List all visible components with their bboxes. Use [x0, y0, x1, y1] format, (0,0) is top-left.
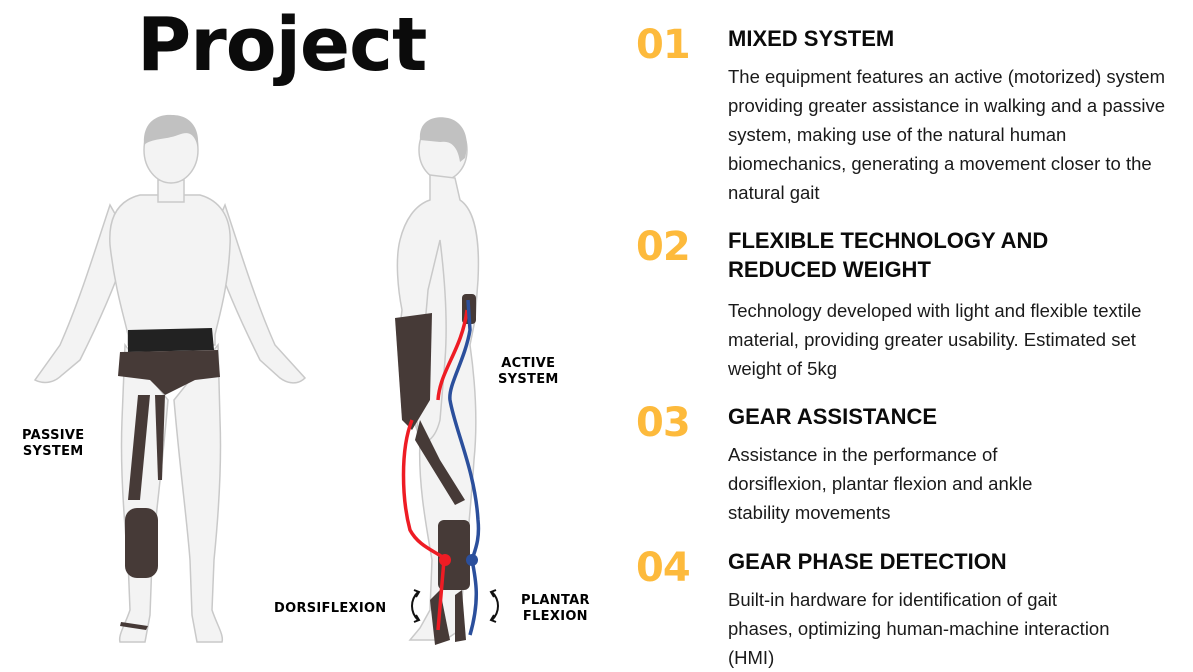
- feature-body: Assistance in the performance of dorsifl…: [728, 444, 1033, 523]
- red-cable: [401, 309, 469, 631]
- feature-body: The equipment features an active (motori…: [728, 66, 1166, 203]
- dorsiflexion-arrow-icon: [411, 589, 421, 623]
- exoskeleton-illustration: [33, 114, 499, 645]
- feature-number: 03: [636, 400, 691, 446]
- dorsiflexion-label: DORSIFLEXION: [274, 601, 387, 616]
- feature-heading: GEAR PHASE DETECTION: [728, 549, 1007, 574]
- front-figure: [33, 179, 307, 643]
- feature-body: Technology developed with light and flex…: [728, 300, 1142, 379]
- page-title: Project: [137, 2, 427, 88]
- blue-joint-dot: [466, 554, 478, 566]
- feature-body: Built-in hardware for identification of …: [728, 589, 1110, 668]
- feature-heading: GEAR ASSISTANCE: [728, 404, 938, 429]
- passive-system-label: PASSIVE SYSTEM: [22, 428, 85, 459]
- active-brace: [395, 294, 476, 645]
- passive-brace: [118, 328, 220, 630]
- plantar-flexion-arrow-icon: [489, 589, 499, 623]
- red-joint-dot: [439, 554, 451, 566]
- front-hair: [143, 114, 199, 148]
- feature-heading: MIXED SYSTEM: [728, 26, 895, 51]
- feature-number: 02: [636, 224, 691, 270]
- blue-cable: [448, 299, 481, 636]
- active-system-label: ACTIVE SYSTEM: [498, 356, 559, 387]
- plantar-flexion-label: PLANTAR FLEXION: [521, 593, 590, 624]
- side-hair: [419, 117, 467, 162]
- feature-number: 04: [636, 545, 691, 591]
- feature-number: 01: [636, 22, 691, 68]
- feature-heading: FLEXIBLE TECHNOLOGY AND REDUCED WEIGHT: [728, 228, 1049, 282]
